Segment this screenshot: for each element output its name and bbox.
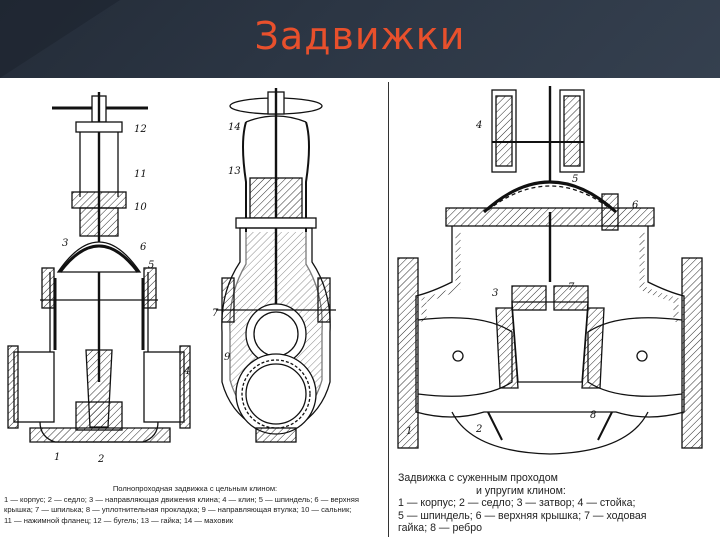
part-label: 9: [224, 352, 231, 363]
panel-divider: [388, 82, 389, 537]
left-figure: 12 11 10 3 6 5 4 1 2 14 13 7 9: [0, 82, 388, 540]
valve-a: [7, 92, 191, 443]
right-part-labels: 4 5 6 3 7 8 2 1: [406, 120, 639, 437]
slide-title: Задвижки: [254, 14, 466, 58]
part-label: 3: [492, 288, 498, 299]
valve-b: [216, 88, 336, 443]
part-label: 1: [54, 452, 60, 463]
part-label: 12: [134, 124, 147, 135]
part-label: 2: [475, 424, 482, 435]
part-label: 1: [406, 426, 412, 437]
part-label: 10: [134, 202, 147, 213]
right-caption-line: гайка; 8 — ребро: [398, 522, 482, 535]
right-caption-line: 5 — шпиндель; 6 — верхняя крышка; 7 — хо…: [398, 509, 647, 522]
part-label: 4: [183, 366, 190, 377]
header-accent-triangle: [0, 0, 120, 78]
part-label: 7: [212, 308, 219, 319]
left-part-labels: 12 11 10 3 6 5 4 1 2 14 13 7 9: [54, 122, 241, 465]
part-label: 7: [568, 282, 575, 293]
left-valve-drawings: 12 11 10 3 6 5 4 1 2 14 13 7 9: [7, 88, 336, 465]
part-label: 13: [228, 166, 241, 177]
part-label: 5: [572, 174, 578, 185]
right-figure: 4 5 6 3 7 8 2 1: [392, 82, 720, 540]
left-caption-line: крышка; 7 — шпилька; 8 — уплотнительная …: [4, 505, 352, 514]
right-caption-subtitle: и упругим клином:: [476, 484, 566, 497]
slide-header: Задвижки: [0, 0, 720, 78]
right-caption: Задвижка с суженным проходом и упругим к…: [398, 472, 714, 535]
left-caption: Полнопроходная задвижка с цельным клином…: [4, 484, 386, 526]
right-valve-drawing: 4 5 6 3 7 8 2 1: [397, 86, 703, 455]
part-label: 2: [97, 454, 104, 465]
part-label: 11: [134, 169, 147, 180]
part-label: 8: [590, 410, 596, 421]
part-label: 4: [475, 120, 482, 131]
right-caption-title: Задвижка с суженным проходом: [398, 472, 558, 484]
part-label: 6: [632, 200, 639, 211]
header-background: [0, 0, 720, 78]
part-label: 14: [228, 122, 241, 133]
right-caption-line: 1 — корпус; 2 — седло; 3 — затвор; 4 — с…: [398, 497, 636, 510]
part-label: 3: [62, 238, 68, 249]
left-caption-line: 11 — нажимной фланец; 12 — бугель; 13 — …: [4, 515, 234, 525]
left-caption-line: 1 — корпус; 2 — седло; 3 — направляющая …: [4, 494, 359, 504]
part-label: 5: [148, 260, 154, 271]
left-caption-title: Полнопроходная задвижка с цельным клином…: [112, 484, 278, 493]
part-label: 6: [140, 242, 147, 253]
